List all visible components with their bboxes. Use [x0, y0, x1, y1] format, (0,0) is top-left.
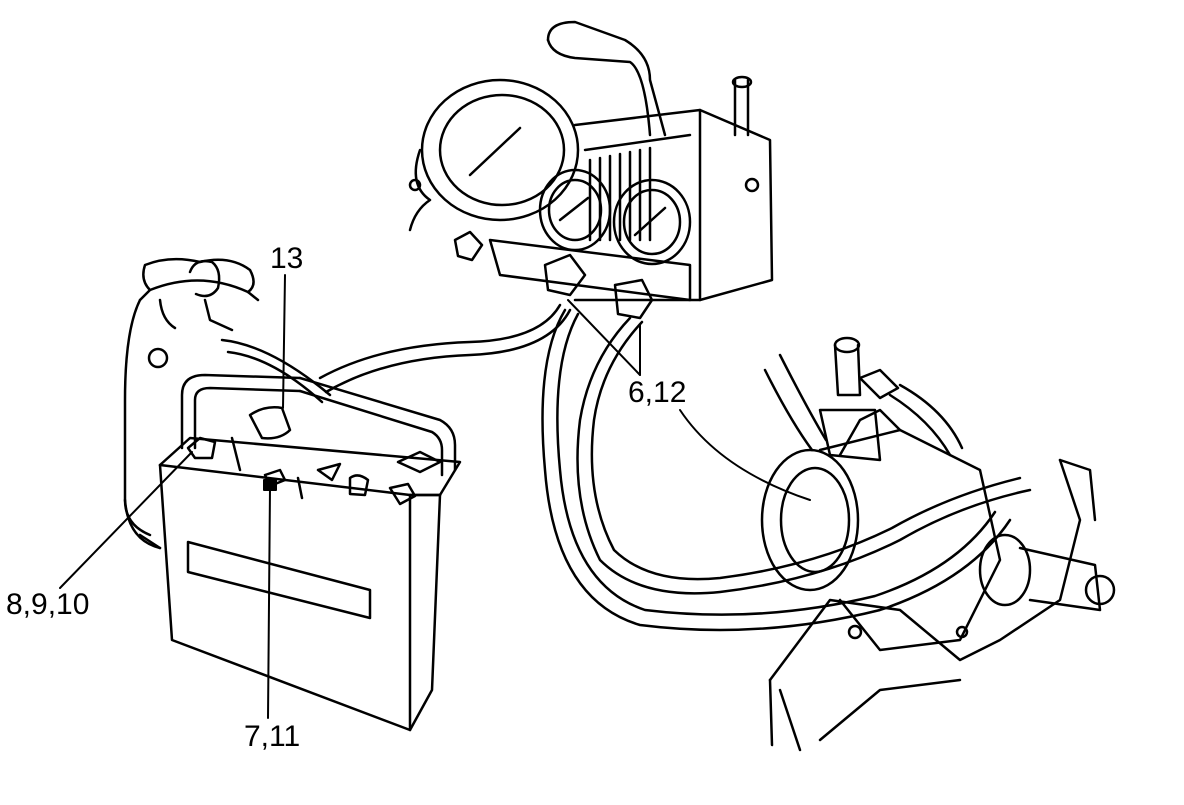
leader-8910 [59, 451, 193, 589]
gas-cylinder [123, 257, 260, 550]
leader-lines [59, 274, 811, 719]
manifold-gauge-unit [408, 20, 774, 320]
callout-6-12: 6,12 [628, 376, 687, 409]
callout-13: 13 [270, 242, 304, 275]
leader-13 [282, 274, 286, 409]
charging-cart [158, 338, 462, 732]
callout-7-11: 7,11 [244, 720, 301, 753]
callout-8-9-10: 8,9,10 [6, 588, 90, 621]
leader-612-b [567, 299, 641, 376]
leader-711 [267, 487, 271, 719]
callout-point-711 [263, 479, 277, 491]
charging-hoses [318, 303, 1032, 632]
compressor-assembly [760, 336, 1116, 752]
leader-612-c [679, 409, 811, 501]
